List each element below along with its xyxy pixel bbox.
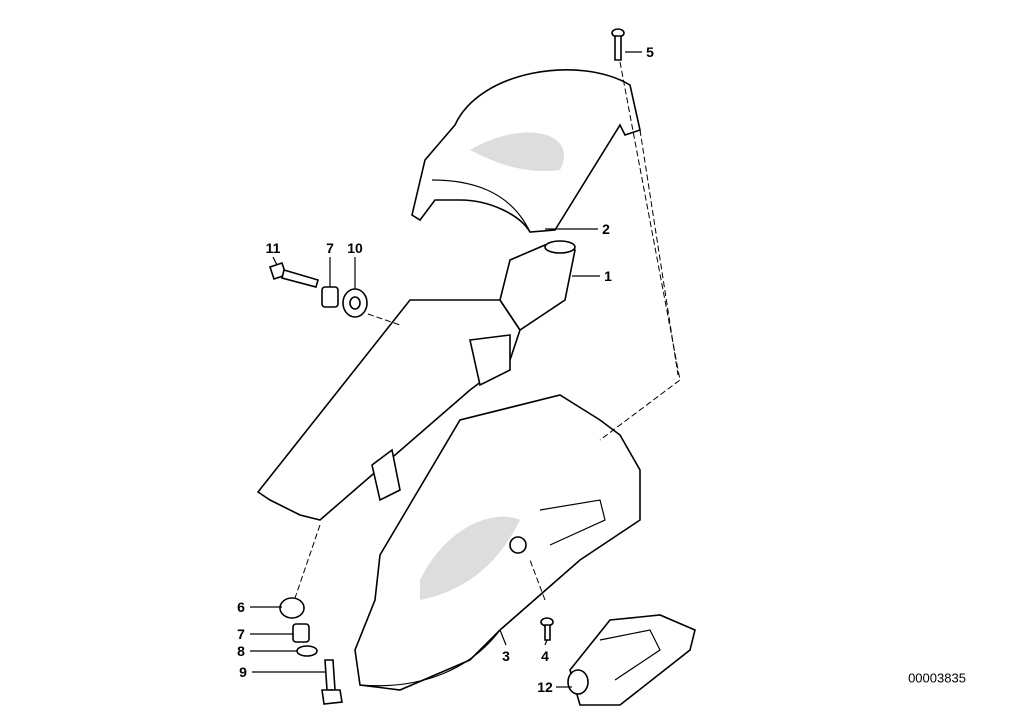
label-part-8: 8 — [237, 643, 245, 659]
assembly-line — [599, 61, 681, 441]
label-part-7-lower: 7 — [237, 626, 245, 642]
label-part-12: 12 — [537, 679, 553, 695]
screw-5 — [611, 28, 625, 61]
diagram-reference-number: 00003835 — [908, 670, 966, 686]
sleeve-7-upper — [321, 286, 339, 308]
label-part-4: 4 — [541, 648, 549, 664]
assembly-line — [639, 129, 679, 376]
label-part-11: 11 — [265, 240, 281, 256]
bolt-11 — [268, 261, 319, 288]
lower-steering-column-cover — [354, 394, 641, 691]
label-part-9: 9 — [239, 664, 247, 680]
assembly-line — [529, 559, 546, 601]
label-part-5: 5 — [646, 44, 654, 60]
leader-lines — [250, 51, 642, 688]
label-part-6: 6 — [237, 599, 245, 615]
assembly-line — [367, 313, 401, 326]
steering-column-tube — [256, 240, 576, 521]
grommet-10-hole — [349, 296, 361, 310]
bolt-9 — [321, 659, 343, 705]
assembly-line — [294, 524, 321, 599]
label-part-2: 2 — [602, 221, 610, 237]
screw-4 — [540, 617, 554, 641]
sleeve-7-lower — [292, 623, 310, 643]
label-part-1: 1 — [604, 268, 612, 284]
washer-8 — [296, 645, 318, 657]
grommet-6 — [279, 597, 305, 619]
label-part-3: 3 — [502, 648, 510, 664]
label-part-10: 10 — [347, 240, 363, 256]
upper-steering-column-cover — [411, 69, 641, 233]
label-part-7-upper: 7 — [326, 240, 334, 256]
clip-12 — [567, 614, 696, 706]
